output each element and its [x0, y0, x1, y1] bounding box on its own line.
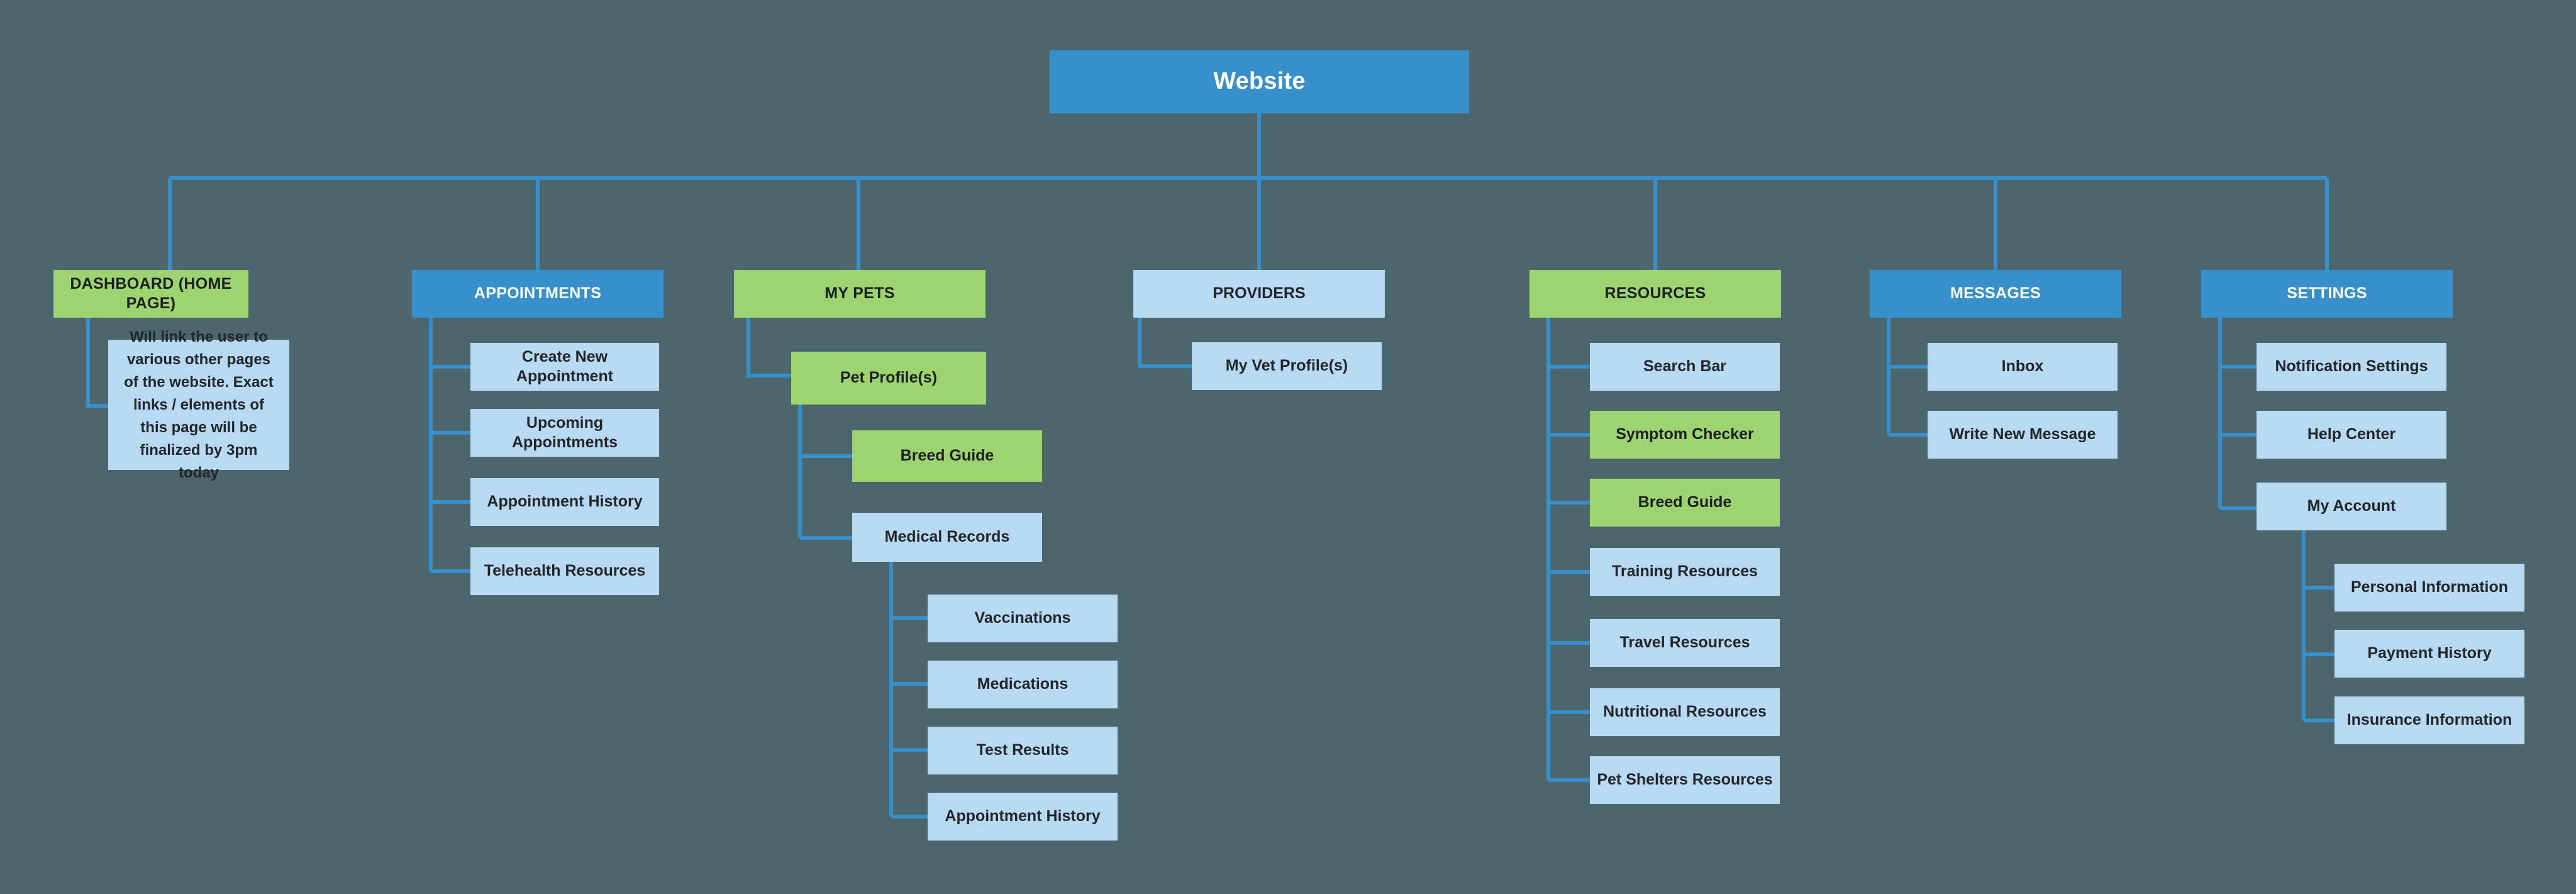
node-my-account[interactable]: My Account: [2257, 483, 2446, 530]
node-personal-information[interactable]: Personal Information: [2334, 564, 2524, 612]
node-medical-records[interactable]: Medical Records: [852, 513, 1042, 562]
node-label: Nutritional Resources: [1603, 703, 1767, 721]
node-label: PROVIDERS: [1213, 284, 1306, 303]
node-label: Pet Profile(s): [840, 369, 938, 387]
node-training-resources[interactable]: Training Resources: [1590, 548, 1780, 596]
node-medications[interactable]: Medications: [928, 661, 1118, 708]
node-label: Symptom Checker: [1616, 425, 1754, 444]
node-insurance-information[interactable]: Insurance Information: [2334, 696, 2524, 744]
node-label: Test Results: [976, 741, 1069, 759]
note-text: Will link the user to various other page…: [124, 328, 274, 481]
node-pet-profiles[interactable]: Pet Profile(s): [791, 352, 986, 405]
node-pet-shelters-resources[interactable]: Pet Shelters Resources: [1590, 756, 1780, 804]
node-payment-history[interactable]: Payment History: [2334, 630, 2524, 678]
node-label: DASHBOARD (HOME PAGE): [70, 274, 232, 312]
node-label: RESOURCES: [1604, 284, 1706, 303]
node-label: Training Resources: [1611, 562, 1758, 581]
node-my-vet-profiles[interactable]: My Vet Profile(s): [1192, 342, 1382, 390]
node-telehealth-resources[interactable]: Telehealth Resources: [470, 547, 659, 595]
node-section-my-pets[interactable]: MY PETS: [734, 270, 985, 318]
node-label: Personal Information: [2350, 578, 2509, 596]
node-section-messages[interactable]: MESSAGES: [1870, 270, 2121, 318]
node-section-resources[interactable]: RESOURCES: [1530, 270, 1781, 318]
node-label: Notification Settings: [2275, 357, 2428, 376]
node-help-center[interactable]: Help Center: [2257, 411, 2446, 459]
node-upcoming-appointments[interactable]: Upcoming Appointments: [470, 409, 659, 457]
node-notification-settings[interactable]: Notification Settings: [2257, 343, 2446, 391]
node-search-bar[interactable]: Search Bar: [1590, 343, 1780, 391]
node-label: My Account: [2307, 497, 2396, 515]
node-breed-guide-pets[interactable]: Breed Guide: [852, 430, 1042, 482]
node-label: Payment History: [2367, 644, 2492, 662]
node-section-providers[interactable]: PROVIDERS: [1133, 270, 1385, 318]
node-travel-resources[interactable]: Travel Resources: [1590, 619, 1780, 667]
node-label: Breed Guide: [1638, 493, 1732, 511]
node-label: Upcoming Appointments: [511, 413, 618, 451]
node-appointment-history-medical[interactable]: Appointment History: [928, 793, 1118, 841]
node-appointment-history[interactable]: Appointment History: [470, 478, 659, 526]
node-section-dashboard[interactable]: DASHBOARD (HOME PAGE): [53, 270, 248, 318]
node-label: Help Center: [2307, 425, 2396, 444]
node-label: Telehealth Resources: [484, 562, 646, 580]
node-label: Write New Message: [1949, 425, 2096, 444]
node-nutritional-resources[interactable]: Nutritional Resources: [1590, 688, 1780, 736]
node-label: Appointment History: [945, 807, 1101, 825]
node-label: Medical Records: [884, 528, 1010, 546]
node-label: APPOINTMENTS: [474, 284, 602, 303]
node-vaccinations[interactable]: Vaccinations: [928, 595, 1118, 642]
node-test-results[interactable]: Test Results: [928, 727, 1118, 774]
node-label: Insurance Information: [2346, 711, 2512, 729]
node-label: Medications: [977, 675, 1069, 693]
node-label: Inbox: [2001, 357, 2044, 376]
node-section-appointments[interactable]: APPOINTMENTS: [412, 270, 663, 318]
node-label: Travel Resources: [1619, 634, 1750, 652]
node-label: Vaccinations: [974, 609, 1071, 627]
node-root-website[interactable]: Website: [1050, 50, 1469, 113]
node-symptom-checker[interactable]: Symptom Checker: [1590, 411, 1780, 459]
node-label: Website: [1213, 68, 1306, 95]
node-label: MESSAGES: [1950, 284, 2041, 303]
node-inbox[interactable]: Inbox: [1928, 343, 2118, 391]
node-write-new-message[interactable]: Write New Message: [1928, 411, 2118, 459]
node-label: SETTINGS: [2287, 284, 2367, 303]
node-label: My Vet Profile(s): [1225, 357, 1348, 375]
node-breed-guide-resources[interactable]: Breed Guide: [1590, 479, 1780, 527]
node-label: Pet Shelters Resources: [1597, 771, 1773, 789]
node-label: Search Bar: [1643, 357, 1727, 376]
node-label: MY PETS: [824, 284, 895, 303]
node-label: Appointment History: [487, 493, 643, 511]
node-label: Create New Appointment: [516, 347, 614, 385]
node-dashboard-note: Will link the user to various other page…: [108, 328, 289, 481]
node-label: Breed Guide: [900, 447, 994, 465]
node-create-new-appointment[interactable]: Create New Appointment: [470, 343, 659, 391]
node-section-settings[interactable]: SETTINGS: [2201, 270, 2453, 318]
